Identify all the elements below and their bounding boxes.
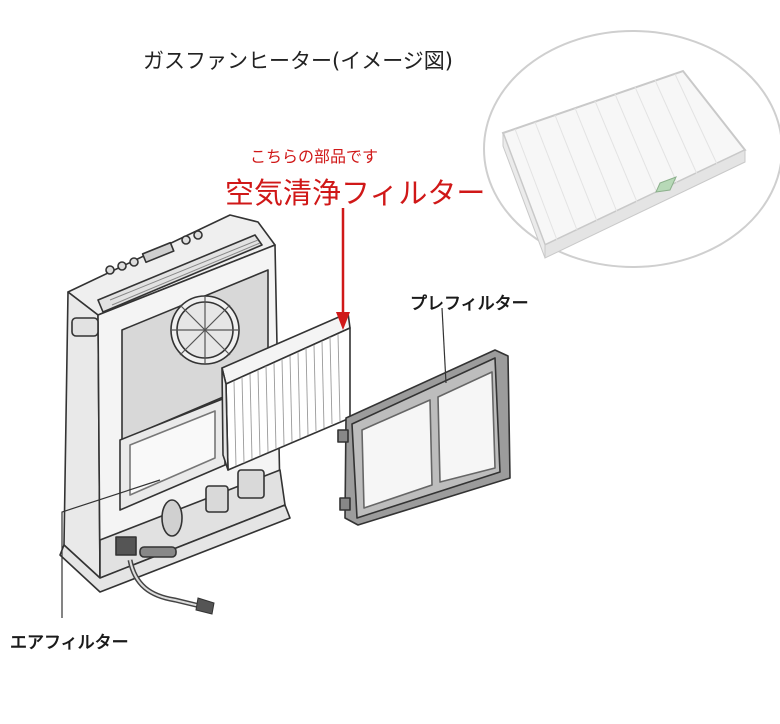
air-filter-label: エアフィルター	[10, 633, 129, 653]
callout-part-name: 空気清浄フィルター	[225, 176, 486, 210]
air-filter-leader	[61, 479, 161, 618]
diagram-title: ガスファンヒーター(イメージ図)	[143, 49, 453, 73]
pre-filter-label: プレフィルター	[410, 294, 529, 314]
heater-body-drawing	[59, 214, 291, 593]
arrow-head-icon	[336, 312, 350, 330]
clean-air-filter-drawing	[221, 312, 351, 471]
pre-filter-drawing	[337, 349, 511, 526]
filter-photo-inset	[483, 30, 780, 268]
plug-icon	[195, 597, 215, 615]
pre-filter-leader	[441, 307, 447, 384]
callout-subtitle: こちらの部品です	[250, 147, 379, 166]
